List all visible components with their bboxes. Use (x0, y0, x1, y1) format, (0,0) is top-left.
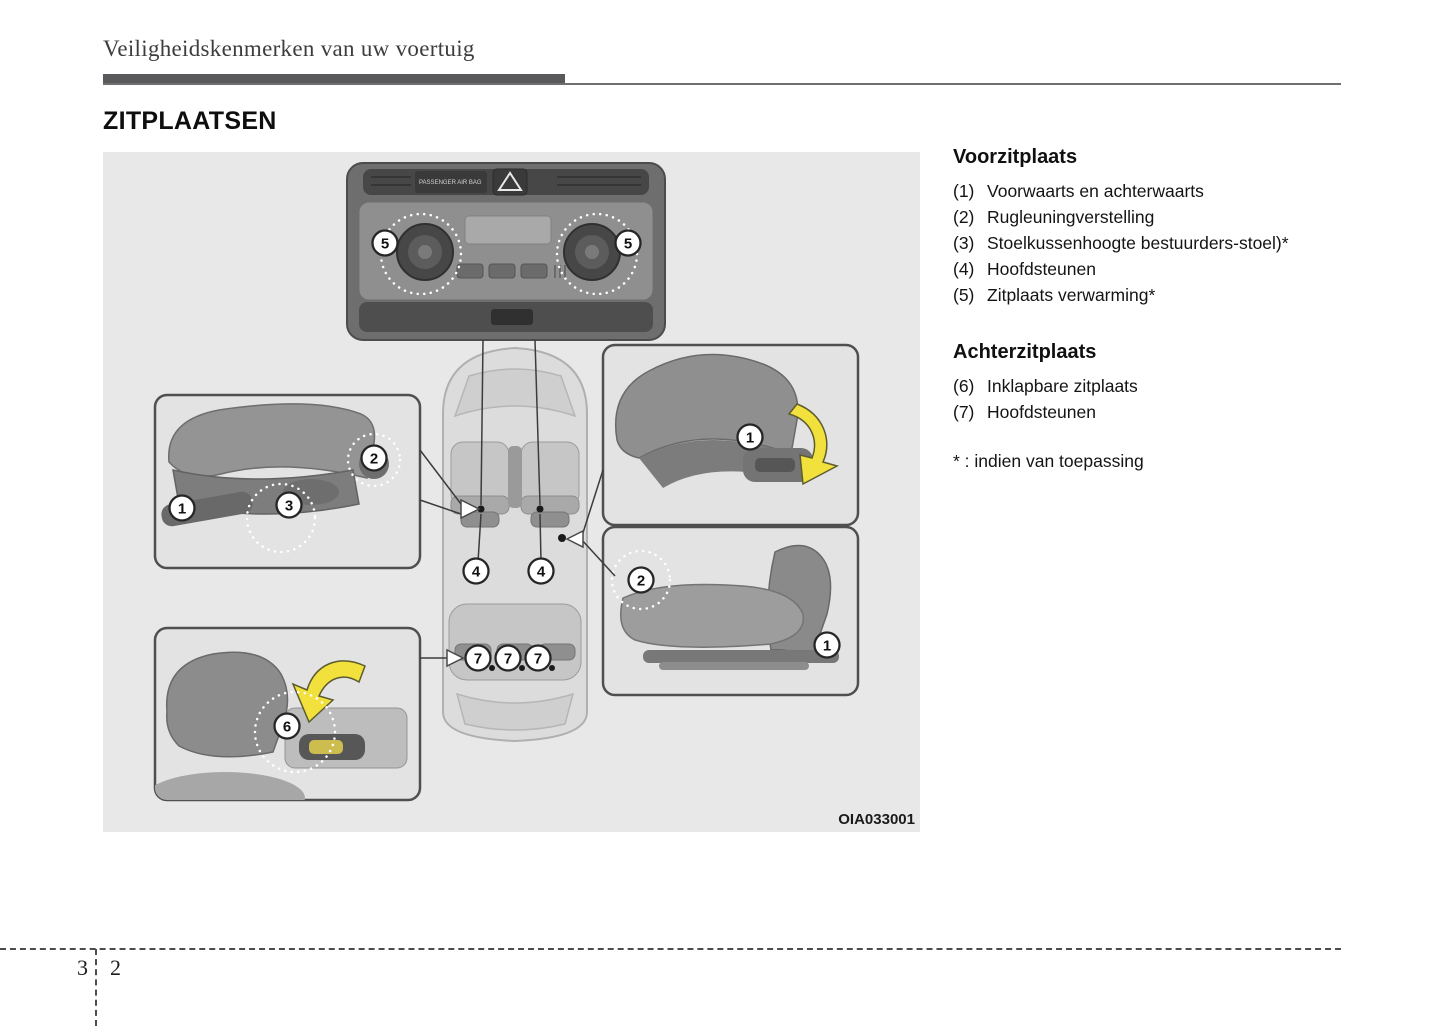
dotted-highlight-ring (245, 482, 317, 554)
airbag-label-plate (415, 171, 487, 193)
callout-1-front-slide: 1 (168, 494, 196, 522)
footer-vertical-divider (95, 949, 97, 1026)
legend-footnote: * : indien van toepassing (953, 451, 1144, 471)
svg-text:5: 5 (381, 236, 389, 253)
callout-1-recline-inset: 1 (736, 423, 764, 451)
legend-item-number: (5) (953, 285, 975, 305)
callout-5-left: 5 (371, 229, 399, 257)
climate-control-panel: PASSENGER AIR BAG (346, 162, 666, 341)
seat-legend: Voorzitplaats (1) Voorwaarts en achterwa… (953, 146, 1305, 472)
recline-arrow-icon (787, 403, 839, 486)
page-number: 2 (110, 955, 121, 980)
temp-knob-left (396, 223, 454, 281)
legend-item-3: (3) Stoelkussenhoogte bestuurders-stoel)… (953, 230, 1305, 256)
dotted-highlight-ring (555, 212, 639, 296)
legend-item-number: (6) (953, 376, 975, 396)
callout-2-recline-left: 2 (360, 444, 388, 472)
figure-code: OIA033001 (838, 811, 915, 828)
fold-arrow-icon (291, 660, 366, 724)
windshield (453, 368, 577, 418)
legend-item-number: (1) (953, 181, 975, 201)
passenger-airbag-label: PASSENGER AIR BAG (419, 180, 482, 186)
callout-4-headrest-right: 4 (527, 557, 555, 585)
legend-item-number: (7) (953, 402, 975, 422)
rear-seat-title: Achterzitplaats (953, 341, 1097, 363)
callout-5-right: 5 (614, 229, 642, 257)
svg-text:1: 1 (178, 501, 186, 518)
callout-1-slide-right: 1 (813, 631, 841, 659)
climate-display (464, 215, 552, 245)
svg-text:7: 7 (474, 651, 482, 668)
legend-item-4: (4) Hoofdsteunen (953, 256, 1305, 282)
front-seat-title: Voorzitplaats (953, 146, 1078, 168)
inset-seat-slide (601, 525, 860, 697)
temp-knob-right (563, 223, 621, 281)
legend-item-number: (4) (953, 259, 975, 279)
front-right-seat (520, 441, 580, 528)
svg-text:7: 7 (504, 651, 512, 668)
legend-item-1: (1) Voorwaarts en achterwaarts (953, 178, 1305, 204)
car-top-view (442, 346, 588, 743)
legend-item-text: Hoofdsteunen (987, 259, 1096, 279)
inset-front-seat-adjusters (153, 393, 422, 570)
svg-text:2: 2 (370, 451, 378, 468)
svg-text:1: 1 (823, 638, 831, 655)
callout-7-rear-headrest-c: 7 (524, 644, 552, 672)
dotted-highlight-ring (346, 432, 402, 488)
callout-6-fold: 6 (273, 712, 301, 740)
svg-text:5: 5 (624, 236, 632, 253)
header-rule (103, 83, 1341, 85)
svg-text:7: 7 (534, 651, 542, 668)
legend-item-text: Inklapbare zitplaats (987, 376, 1138, 396)
inset-seatback-recline (601, 343, 860, 527)
footer-divider (0, 948, 1341, 950)
dotted-highlight-ring (610, 549, 672, 611)
callout-2-recline-right: 2 (627, 566, 655, 594)
legend-item-text: Voorwaarts en achterwaarts (987, 181, 1204, 201)
callout-7-rear-headrest-a: 7 (464, 644, 492, 672)
header-accent-bar (103, 74, 565, 85)
legend-item-text: Stoelkussenhoogte bestuurders-stoel)* (987, 233, 1289, 253)
callout-3-height: 3 (275, 491, 303, 519)
legend-item-text: Rugleuningverstelling (987, 207, 1155, 227)
pointer-arrowheads (446, 498, 584, 668)
dotted-highlight-ring (253, 690, 337, 774)
legend-item-text: Zitplaats verwarming* (987, 285, 1156, 305)
legend-item-5: (5) Zitplaats verwarming* (953, 282, 1305, 308)
legend-item-6: (6) Inklapbare zitplaats (953, 373, 1305, 399)
svg-text:1: 1 (746, 430, 754, 447)
seat-diagram-figure: PASSENGER AIR BAG (103, 152, 920, 832)
vent-slats (371, 176, 641, 186)
callout-7-rear-headrest-b: 7 (494, 644, 522, 672)
seat-diagram-svg: PASSENGER AIR BAG (153, 162, 915, 828)
rear-window (455, 692, 575, 731)
svg-text:4: 4 (537, 564, 546, 581)
callout-connectors (419, 339, 616, 659)
svg-text:4: 4 (472, 564, 481, 581)
svg-text:6: 6 (283, 719, 291, 736)
hazard-triangle-icon (497, 171, 523, 191)
legend-item-text: Hoofdsteunen (987, 402, 1096, 422)
section-title: ZITPLAATSEN (103, 107, 277, 135)
center-console (508, 446, 522, 508)
callout-4-headrest-left: 4 (462, 557, 490, 585)
svg-text:2: 2 (637, 573, 645, 590)
legend-item-number: (3) (953, 233, 975, 253)
legend-item-number: (2) (953, 207, 975, 227)
anchor-dots (477, 505, 566, 671)
svg-text:3: 3 (285, 498, 293, 515)
legend-item-2: (2) Rugleuningverstelling (953, 204, 1305, 230)
legend-item-7: (7) Hoofdsteunen (953, 399, 1305, 425)
chapter-title: Veiligheidskenmerken van uw voertuig (103, 36, 475, 61)
chapter-number: 3 (77, 955, 88, 980)
